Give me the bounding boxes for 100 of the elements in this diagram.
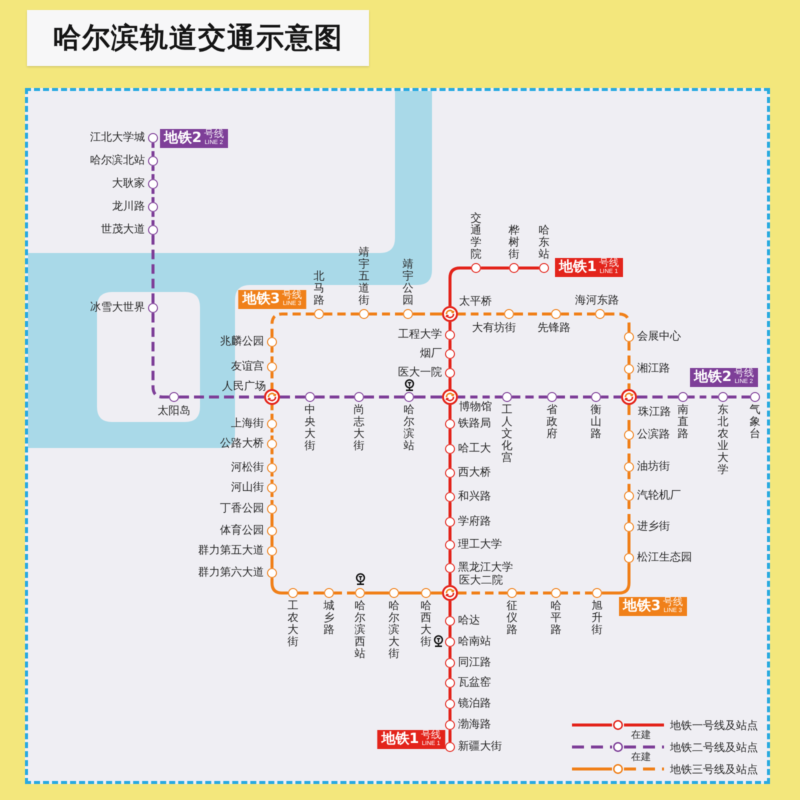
station-name: 公路大桥 <box>220 438 264 450</box>
station-name: 哈南站 <box>458 636 491 648</box>
metro-line <box>600 562 632 596</box>
line-name: 地铁1 <box>381 731 419 748</box>
station-name: 和兴路 <box>458 490 491 504</box>
metro-line <box>314 394 356 400</box>
station-name: 冰雪大世界 <box>90 302 145 314</box>
metro-line <box>447 572 453 586</box>
station-name: 湘江路 <box>637 362 670 376</box>
metro-line <box>447 666 453 680</box>
station-name: 桦树街 <box>508 224 520 261</box>
station-name: 哈尔滨西站 <box>354 600 366 660</box>
line-suffix: 号线 <box>282 291 302 302</box>
metro-line <box>600 394 622 400</box>
station-name: 群力第六大道 <box>198 566 264 580</box>
station-name: 河山街 <box>231 482 264 494</box>
station-name: 交通学院 <box>470 212 482 261</box>
metro-line <box>510 394 548 400</box>
station-name: 兆麟公园 <box>220 336 264 348</box>
line-badge <box>619 597 687 616</box>
station-name: 哈达 <box>458 614 480 628</box>
station-name: 汽轮机厂 <box>637 490 681 502</box>
station-name: 东北农业大学 <box>718 404 728 477</box>
station-name: 医大一院 <box>398 366 442 380</box>
metro-line <box>269 448 275 464</box>
station-name: 太平桥 <box>459 295 492 308</box>
metro-line <box>447 686 453 700</box>
station-name: 丁香公园 <box>220 502 264 516</box>
metro-line <box>447 428 453 446</box>
metro-line <box>456 590 508 596</box>
metro-line <box>626 404 632 432</box>
line-badge <box>160 129 228 148</box>
line-badge <box>238 290 306 309</box>
legend-text: 地铁一号线及站点 <box>670 718 758 732</box>
construction-note: 在建 <box>631 752 651 764</box>
metro-line <box>296 590 326 596</box>
metro-line <box>456 311 506 317</box>
metro-line <box>447 376 453 390</box>
station-name: 龙川路 <box>112 200 145 214</box>
station-name: 哈尔滨站 <box>404 404 414 452</box>
line-suffix: 号线 <box>734 369 754 380</box>
legend-text: 地铁二号线及站点 <box>670 740 758 754</box>
metro-line <box>322 311 360 317</box>
metro-line <box>447 646 453 660</box>
metro-line <box>150 234 156 304</box>
station-name: 学府路 <box>458 516 491 528</box>
metro-line <box>447 526 453 542</box>
metro-line <box>626 470 632 492</box>
legend-text: 地铁三号线及站点 <box>670 762 758 776</box>
station-name: 大耿家 <box>112 178 145 190</box>
line-suffix: 号线 <box>421 731 441 742</box>
station-name: 靖宇公园 <box>402 258 414 307</box>
metro-line <box>269 311 316 338</box>
line-name: 地铁1 <box>559 259 597 276</box>
metro-line <box>364 590 390 596</box>
station-name: 理工大学 <box>458 538 502 552</box>
station-name: 征仪路 <box>506 600 518 636</box>
station-name: 烟厂 <box>420 348 442 360</box>
station-name: 珠江路 <box>638 406 671 419</box>
station-name: 公滨路 <box>637 428 670 442</box>
metro-line <box>447 600 453 618</box>
metro-line <box>269 428 275 440</box>
metro-line <box>430 590 444 596</box>
station-name: 工程大学 <box>398 328 442 342</box>
station-name: 瓦盆窑 <box>458 676 491 690</box>
metro-line <box>269 554 275 570</box>
station-name: 新疆大街 <box>458 740 502 754</box>
metro-line <box>447 708 453 722</box>
metro-line <box>362 394 406 400</box>
station-name: 中央大街 <box>304 404 316 452</box>
line-name: 地铁2 <box>694 369 732 386</box>
station-name: 渤海路 <box>458 718 491 732</box>
station-name: 松江生态园 <box>637 552 692 564</box>
metro-line <box>626 340 632 366</box>
station-name: 西大桥 <box>458 466 491 480</box>
line-suffix: 号线 <box>662 598 683 608</box>
metro-line <box>178 394 266 400</box>
metro-line <box>447 265 472 308</box>
station-name: 哈西大街 <box>420 600 432 648</box>
metro-line <box>516 590 552 596</box>
station-name: 体育公园 <box>220 524 264 538</box>
metro-line <box>726 394 752 400</box>
station-name: 友谊宫 <box>231 360 264 374</box>
station-name: 先锋路 <box>538 322 570 335</box>
metro-line <box>560 590 594 596</box>
station-name: 群力第五大道 <box>198 544 264 558</box>
station-name: 旭升街 <box>592 600 602 636</box>
metro-line <box>368 311 404 317</box>
metro-line <box>604 311 632 334</box>
station-name: 海河东路 <box>575 294 619 307</box>
station-name: 同江路 <box>458 656 491 670</box>
station-name: 哈东站 <box>538 224 550 261</box>
station-name: 哈工大 <box>458 442 491 456</box>
station-name: 衡山路 <box>590 404 602 440</box>
station-name: 气象台 <box>750 404 760 440</box>
station-name: 哈尔滨北站 <box>90 154 145 168</box>
metro-line <box>456 394 504 400</box>
metro-line <box>447 476 453 494</box>
metro-line <box>269 346 275 364</box>
metro-line <box>150 210 156 226</box>
